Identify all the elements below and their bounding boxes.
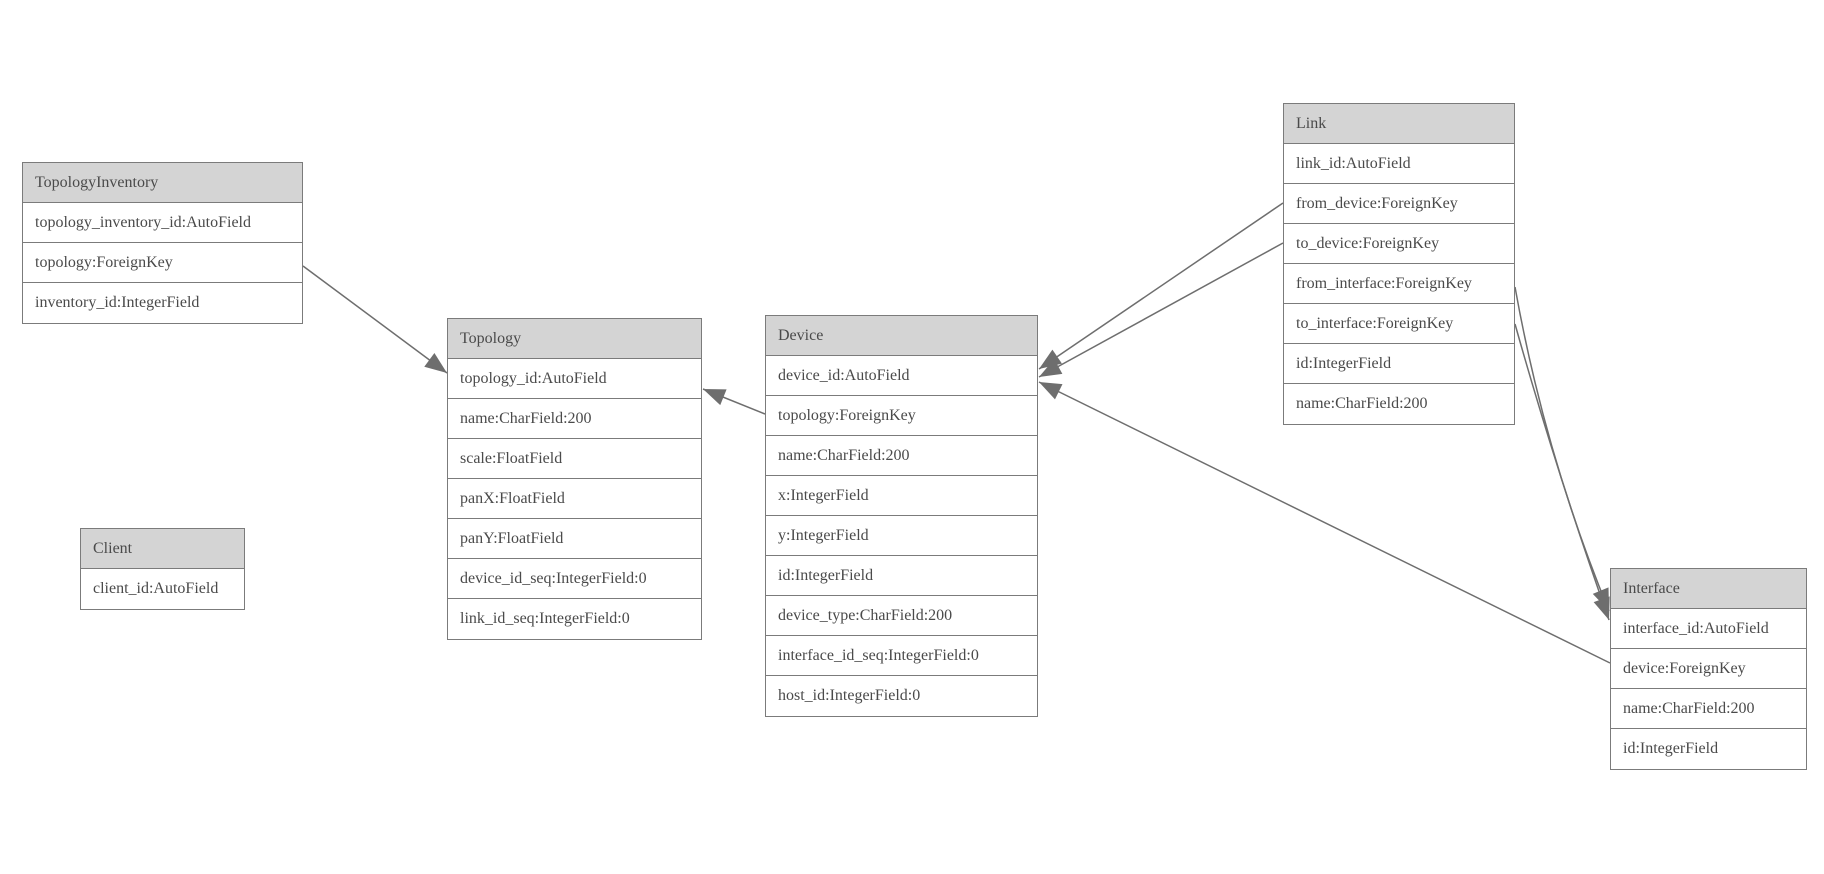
entity-field: name:CharField:200 — [1611, 689, 1806, 729]
entity-title: Link — [1284, 104, 1514, 144]
arrowhead-icon-link-to-interface-to-interface — [1593, 596, 1610, 620]
entity-field: topology:ForeignKey — [23, 243, 302, 283]
entity-field: from_device:ForeignKey — [1284, 184, 1514, 224]
entity-title: Client — [81, 529, 244, 569]
entity-field: id:IntegerField — [766, 556, 1037, 596]
entity-field: name:CharField:200 — [448, 399, 701, 439]
entity-field: link_id:AutoField — [1284, 144, 1514, 184]
entity-field: scale:FloatField — [448, 439, 701, 479]
entity-title: Interface — [1611, 569, 1806, 609]
arrowhead-icon-link-to-device-to-device — [1039, 358, 1063, 377]
relation-line-topology-inventory-topology-to-topology — [302, 265, 448, 374]
relation-line-link-to-device-to-device — [1038, 242, 1284, 378]
entity-field: device_type:CharField:200 — [766, 596, 1037, 636]
entity-field: link_id_seq:IntegerField:0 — [448, 599, 701, 639]
arrowhead-icon-device-topology-to-topology — [703, 389, 727, 406]
entity-title: TopologyInventory — [23, 163, 302, 203]
entity-field: client_id:AutoField — [81, 569, 244, 609]
entity-field: name:CharField:200 — [766, 436, 1037, 476]
entity-field: panX:FloatField — [448, 479, 701, 519]
entity-field: device_id_seq:IntegerField:0 — [448, 559, 701, 599]
arrowhead-icon-topology-inventory-topology-to-topology — [424, 353, 447, 373]
entity-field: topology:ForeignKey — [766, 396, 1037, 436]
entity-field: id:IntegerField — [1284, 344, 1514, 384]
arrowhead-icon-interface-device-to-device — [1039, 382, 1063, 400]
entity-title: Topology — [448, 319, 701, 359]
entity-field: device:ForeignKey — [1611, 649, 1806, 689]
entity-field: panY:FloatField — [448, 519, 701, 559]
entity-field: from_interface:ForeignKey — [1284, 264, 1514, 304]
relation-line-link-from-interface-to-interface — [1514, 286, 1610, 612]
entity-field: inventory_id:IntegerField — [23, 283, 302, 323]
entity-field: topology_id:AutoField — [448, 359, 701, 399]
entity-field: interface_id:AutoField — [1611, 609, 1806, 649]
relation-line-link-from-device-to-device — [1038, 202, 1284, 370]
entity-field: device_id:AutoField — [766, 356, 1037, 396]
entity-field: name:CharField:200 — [1284, 384, 1514, 424]
entity-field: host_id:IntegerField:0 — [766, 676, 1037, 716]
entity-field: to_interface:ForeignKey — [1284, 304, 1514, 344]
entity-field: y:IntegerField — [766, 516, 1037, 556]
entity-field: to_device:ForeignKey — [1284, 224, 1514, 264]
entity-field: topology_inventory_id:AutoField — [23, 203, 302, 243]
entity-field: interface_id_seq:IntegerField:0 — [766, 636, 1037, 676]
relation-line-interface-device-to-device — [1038, 381, 1611, 664]
relation-line-link-to-interface-to-interface — [1514, 323, 1610, 621]
entity-field: x:IntegerField — [766, 476, 1037, 516]
entity-title: Device — [766, 316, 1037, 356]
entity-field: id:IntegerField — [1611, 729, 1806, 769]
